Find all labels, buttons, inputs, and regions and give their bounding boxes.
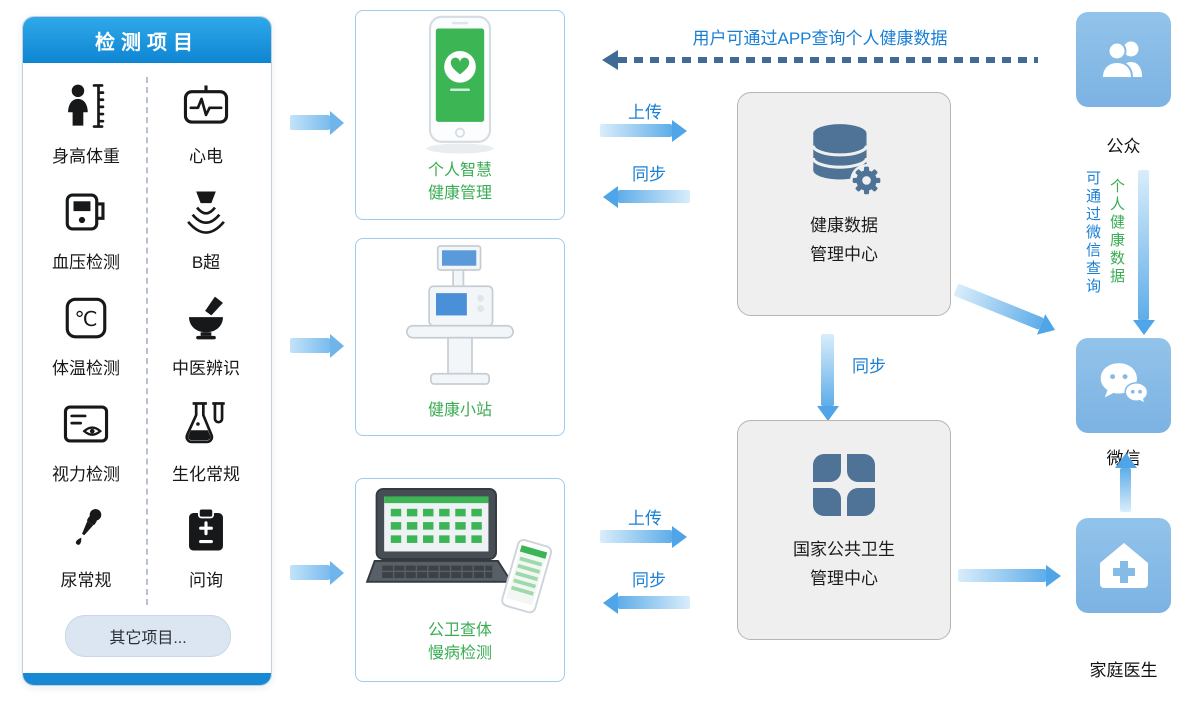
arrow-datacenter-to-wechat [953, 283, 1044, 330]
vision-chart-icon [31, 395, 141, 453]
app-query-note: 用户可通过APP查询个人健康数据 [692, 29, 948, 48]
panel-item-inquiry: 问询 [151, 501, 261, 591]
panel-item-label: 尿常规 [60, 571, 112, 590]
arrow-sync-app [618, 190, 690, 203]
family-doctor-card [1076, 518, 1171, 613]
public-label: 公众 [1106, 137, 1141, 156]
panel-item-blood-pressure: 血压检测 [31, 183, 141, 273]
wechat-query-text-blue: 可通过微信查询 [1084, 170, 1101, 296]
public-card [1076, 12, 1171, 107]
arrow-panel-to-kiosk [290, 338, 330, 353]
arrow-national-to-doctor [958, 569, 1046, 582]
panel-item-label: 血压检测 [52, 253, 120, 272]
public-people-icon [1100, 41, 1142, 79]
panel-item-urine: 尿常规 [31, 501, 141, 591]
national-center-label: 国家公共卫生 管理中心 [793, 540, 895, 588]
portable-device-image [365, 487, 553, 614]
panel-item-label: 问询 [189, 571, 223, 590]
smart-app-label: 个人智慧 健康管理 [427, 162, 492, 203]
dropper-icon [31, 501, 141, 559]
mortar-pestle-icon [151, 289, 261, 347]
panel-divider [146, 77, 148, 605]
panel-item-vision: 视力检测 [31, 395, 141, 485]
panel-item-tcm: 中医辨识 [151, 289, 261, 379]
app-query-arrowhead [602, 50, 618, 70]
panel-item-label: 心电 [189, 147, 223, 166]
arrow-upload-app [600, 124, 672, 137]
panel-item-label: 视力检测 [52, 465, 120, 484]
panel-footer-bar [23, 673, 271, 685]
temperature-icon: ℃ [31, 289, 141, 347]
wechat-icon [1100, 362, 1148, 405]
arrow-sync-portable [618, 596, 690, 609]
health-data-center-label: 健康数据 管理中心 [810, 216, 878, 264]
family-doctor-label: 家庭医生 [1089, 661, 1158, 680]
arrow-public-to-wechat [1138, 170, 1149, 320]
portable-label: 公卫查体 慢病检测 [427, 622, 492, 663]
wechat-query-text-green: 个人健康数据 [1108, 178, 1125, 286]
lab-flask-icon [151, 395, 261, 453]
panel-item-biochem: 生化常规 [151, 395, 261, 485]
arrow-doctor-to-wechat [1120, 468, 1131, 512]
arrow-panel-to-smartapp [290, 115, 330, 130]
detection-items-panel: 检测项目 身高体重 心电 [22, 16, 272, 686]
panel-item-label: 中医辨识 [172, 359, 240, 378]
public-health-clover-icon [813, 454, 875, 516]
upload-portable-label: 上传 [628, 509, 662, 528]
family-doctor-house-icon [1099, 542, 1148, 588]
panel-header: 检测项目 [23, 17, 271, 63]
clipboard-icon [151, 501, 261, 559]
celsius-glyph: ℃ [74, 308, 97, 331]
kiosk-image [406, 245, 514, 385]
national-center-box: 国家公共卫生 管理中心 [737, 420, 951, 640]
panel-item-ultrasound: B超 [151, 183, 261, 273]
sync-centers-label: 同步 [852, 357, 886, 376]
panel-item-label: 体温检测 [52, 359, 120, 378]
smartphone-image [426, 15, 494, 154]
wechat-card [1076, 338, 1171, 433]
device-box-portable: 公卫查体 慢病检测 [355, 478, 565, 682]
device-box-smart-app: 个人智慧 健康管理 [355, 10, 565, 220]
device-box-kiosk: 健康小站 [355, 238, 565, 436]
sync-app-label: 同步 [632, 165, 666, 184]
panel-item-height-weight: 身高体重 [31, 77, 141, 167]
panel-item-label: 身高体重 [52, 147, 120, 166]
panel-title: 检测项目 [95, 31, 199, 54]
health-data-center-box: 健康数据 管理中心 [737, 92, 951, 316]
sync-portable-label: 同步 [632, 571, 666, 590]
database-gear-icon [811, 124, 883, 197]
blood-pressure-icon [31, 183, 141, 241]
height-weight-icon [31, 77, 141, 135]
more-items-button[interactable]: 其它项目... [65, 615, 231, 657]
panel-item-label: B超 [191, 253, 221, 272]
panel-item-temperature: ℃ 体温检测 [31, 289, 141, 379]
arrow-sync-centers [821, 334, 834, 406]
ecg-icon [151, 77, 261, 135]
panel-item-ecg: 心电 [151, 77, 261, 167]
arrow-panel-to-portable [290, 565, 330, 580]
ultrasound-icon [151, 183, 261, 241]
panel-item-label: 生化常规 [172, 465, 240, 484]
upload-app-label: 上传 [628, 103, 662, 122]
kiosk-label: 健康小站 [427, 402, 492, 419]
arrow-upload-portable [600, 530, 672, 543]
app-query-dashed-line [618, 57, 1038, 63]
